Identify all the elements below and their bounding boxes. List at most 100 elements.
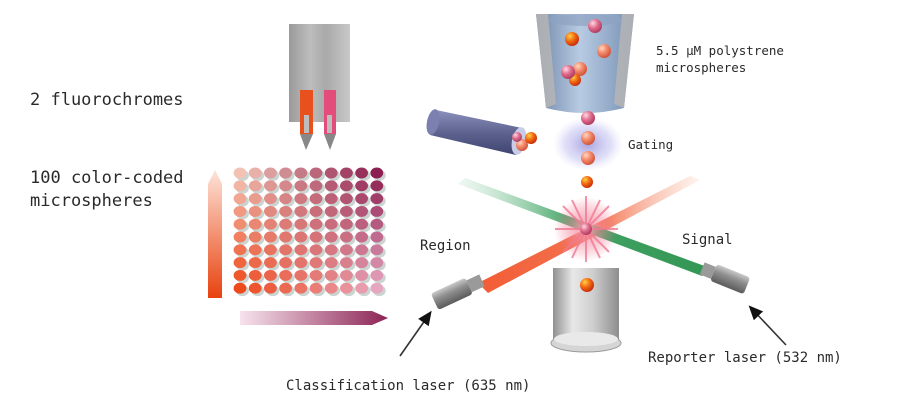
color-coded-bead — [264, 269, 277, 281]
color-coded-bead — [248, 257, 262, 269]
color-coded-bead — [370, 257, 384, 269]
color-coded-bead — [248, 231, 262, 243]
label-region: Region — [420, 238, 471, 254]
color-coded-bead — [248, 193, 262, 205]
color-coded-bead — [340, 218, 353, 230]
color-coded-bead — [370, 244, 384, 256]
bead-icon — [581, 111, 595, 125]
dispenser-body — [289, 24, 350, 122]
color-coded-bead — [309, 180, 323, 192]
bead-icon — [512, 132, 522, 142]
sheath-tube-body — [430, 110, 522, 155]
color-coded-bead — [264, 282, 277, 294]
color-coded-bead — [340, 180, 353, 192]
color-coded-bead — [355, 205, 368, 217]
collection-tube — [550, 268, 622, 353]
color-coded-bead — [294, 231, 308, 243]
color-coded-bead — [340, 244, 353, 256]
color-coded-bead — [294, 180, 308, 192]
color-coded-bead — [233, 193, 247, 205]
flow-cell-body — [536, 14, 634, 113]
color-coded-bead — [370, 282, 384, 294]
color-coded-bead — [248, 269, 262, 281]
color-coded-bead — [233, 205, 247, 217]
label-classification-laser: Classification laser (635 nm) — [286, 378, 531, 394]
color-coded-bead — [279, 231, 292, 243]
color-coded-bead — [294, 269, 308, 281]
color-coded-bead — [309, 231, 323, 243]
color-coded-bead — [340, 282, 353, 294]
color-coded-bead — [264, 244, 277, 256]
color-coded-bead — [248, 282, 262, 294]
classification-pointer-arrow — [399, 310, 432, 357]
color-coded-bead — [370, 193, 384, 205]
color-coded-bead — [233, 180, 247, 192]
label-gating: Gating — [628, 137, 674, 152]
color-coded-bead — [294, 205, 308, 217]
color-coded-bead — [355, 180, 368, 192]
bead-icon — [581, 131, 595, 145]
color-coded-bead — [309, 282, 323, 294]
label-color-coded-line1: 100 color-coded — [30, 168, 184, 188]
fluorochrome-dispenser — [289, 24, 350, 150]
color-coded-bead — [294, 193, 308, 205]
color-coded-bead — [264, 205, 277, 217]
color-coded-bead — [324, 244, 338, 256]
color-coded-bead — [264, 167, 277, 179]
color-coded-bead — [309, 244, 323, 256]
color-coded-bead — [355, 167, 368, 179]
color-coded-bead — [355, 269, 368, 281]
color-coded-bead — [340, 231, 353, 243]
color-coded-bead — [309, 218, 323, 230]
bead-icon — [581, 151, 595, 165]
color-coded-bead — [324, 205, 338, 217]
color-coded-bead — [340, 193, 353, 205]
color-coded-bead — [248, 244, 262, 256]
color-coded-bead — [370, 269, 384, 281]
color-coded-bead — [324, 193, 338, 205]
color-coded-bead — [324, 167, 338, 179]
color-coded-bead — [264, 193, 277, 205]
color-coded-bead — [370, 167, 384, 179]
color-coded-bead — [279, 244, 292, 256]
reporter-laser-device — [699, 262, 750, 294]
color-coded-bead — [309, 269, 323, 281]
color-coded-bead — [279, 282, 292, 294]
classification-laser-device — [431, 274, 485, 310]
color-coded-bead — [294, 257, 308, 269]
color-coded-bead — [340, 269, 353, 281]
bead-icon — [580, 278, 594, 292]
color-coded-bead — [355, 231, 368, 243]
color-coded-bead — [248, 218, 262, 230]
color-coded-bead — [264, 218, 277, 230]
flow-cell — [536, 14, 634, 113]
color-coded-bead — [309, 193, 323, 205]
color-coded-bead — [264, 180, 277, 192]
color-coded-bead — [340, 167, 353, 179]
color-coded-bead — [279, 257, 292, 269]
color-coded-bead — [324, 282, 338, 294]
color-coded-bead — [248, 205, 262, 217]
color-coded-bead — [279, 167, 292, 179]
bead-icon — [588, 19, 602, 33]
bead-icon — [561, 65, 575, 79]
color-coded-bead — [324, 269, 338, 281]
horizontal-gradient-arrow — [240, 311, 388, 325]
color-coded-bead — [233, 282, 247, 294]
color-coded-bead — [233, 269, 247, 281]
color-coded-bead — [309, 167, 323, 179]
color-coded-bead — [248, 167, 262, 179]
label-signal: Signal — [682, 232, 733, 248]
label-polystyrene-line1: 5.5 μM polystrene — [656, 43, 784, 58]
color-coded-bead — [294, 244, 308, 256]
color-coded-bead — [324, 231, 338, 243]
bead-icon — [525, 132, 537, 144]
bead-icon — [565, 32, 579, 46]
color-coded-bead — [309, 257, 323, 269]
label-fluorochromes: 2 fluorochromes — [30, 90, 184, 110]
dye-nozzle-orange — [300, 90, 313, 134]
color-coded-bead — [279, 218, 292, 230]
color-coded-bead — [340, 205, 353, 217]
nozzle-tip-icon — [324, 134, 336, 150]
